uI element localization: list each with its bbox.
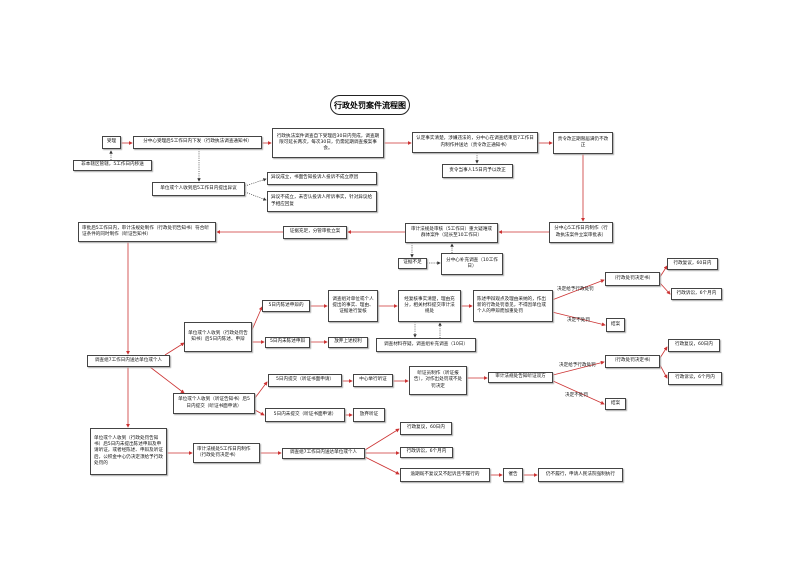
node-review: 调查组对单位或个人提出的事实、理由、证据进行复核 — [328, 290, 378, 322]
node-deliver-decision: 调查组7工作日内送达单位或个人 — [282, 448, 365, 459]
node-investigate: 行政执法案件调查自下受理后30日内完成，调查期限可延长两次，每次30日，仍需延期… — [272, 128, 384, 158]
node-objection: 单位或个人收到后5工作日内提出异议 — [152, 182, 245, 196]
edge-label-punish-2: 决定给予行政处罚 — [559, 363, 596, 368]
node-order-correct: 责令当事人15日内予以改正 — [442, 164, 513, 178]
node-doubtful-material: 调查材料存疑，调查组补充调查（10日） — [376, 338, 476, 352]
node-adopt-defense: 陈述申辩观点及理由采纳的，作出新的行政处罚意见，不得因单位或个人的申辩而加重处罚 — [473, 290, 553, 322]
node-enforce: 仍不履行，申请人民法院强制执行 — [538, 468, 623, 482]
edge-label-no-punish-1: 决定不处罚 — [567, 318, 590, 323]
node-reconsider-2: 行政复议，60日内 — [668, 339, 720, 352]
node-make-decision: 审计法规处5工作日内制作（行政处罚决定书） — [193, 443, 260, 463]
node-issue-notice: 分中心受理后5工作日内下发（行政执法调查通知书） — [133, 136, 262, 149]
node-no-defend-5days: 5日内未陈述申辩 — [265, 337, 310, 348]
node-litigation-1: 行政诉讼，6个月内 — [671, 288, 722, 300]
node-evidence-sufficient: 证据充足，分管审批立案 — [283, 226, 347, 239]
node-accept: 受理 — [102, 136, 121, 149]
node-overdue: 逾期既不复议又不起诉且不履行的 — [400, 468, 490, 482]
node-inform-parties: 审计法规处告知听证双方 — [488, 372, 553, 383]
node-receive-hearing: 单位或个人收到（听证告知书）后5日内提交（听证书面申请） — [173, 393, 255, 414]
node-urge: 催告 — [503, 468, 523, 482]
node-evidence-insufficient: 证据不足 — [398, 258, 427, 269]
node-decision-doc-2: （行政处罚决定书） — [605, 355, 660, 368]
node-litigation-3: 行政诉讼，6个月内 — [400, 447, 453, 458]
node-reconsider-1: 行政复议，60日内 — [667, 258, 718, 270]
node-objection-invalid: 异议不成立，未否认投诉人所诉事实，针对异议给予相应回复 — [267, 191, 377, 212]
node-waive-hearing: 放弃听证 — [353, 408, 385, 422]
node-close-2: 结案 — [605, 398, 626, 410]
node-submit-hearing: 5日内提交（听证书面申请） — [268, 374, 342, 387]
edge-label-no-punish-2: 决定不处罚 — [565, 393, 588, 398]
arrows — [120, 141, 671, 477]
node-objection-valid: 异议成立，书面告知投诉人投诉不成立原因 — [267, 172, 377, 185]
node-filing-form: 分中心5工作日内制作（行政执法案件立案审批表） — [549, 222, 613, 243]
node-decision-doc-1: （行政处罚决定书） — [605, 272, 660, 286]
node-reconsider-3: 行政复议，60日内 — [400, 422, 452, 435]
node-make-notice: 审批后5工作日内，审计法规处制作（行政处罚告知书）符合听证条件的同时制作（听证告… — [78, 222, 216, 242]
page-title: 行政处罚案件流程图 — [330, 95, 410, 115]
node-deliver-7days: 调查组7工作日内送达单位或个人 — [87, 355, 170, 367]
node-confirm-facts: 认定事实清楚，涉嫌违法的，分中心在调查结束后7工作日内制作并送达（责令改正通知书… — [412, 132, 538, 153]
node-legal-review: 审计法规处审核（5工作日）重大疑难或群体案件（延长至10工作日） — [405, 223, 498, 243]
node-defend-5days: 5日内陈述申辩的 — [262, 300, 310, 312]
node-not-corrected: 责令改正期限届满仍不改正 — [553, 132, 613, 154]
edge-label-punish-1: 决定给予行政处罚 — [557, 287, 594, 292]
node-transfer: 非本辖区管辖，5工作日内移送 — [73, 160, 152, 171]
node-review-ok: 经复核事实清楚，理由充分，相关材料提交审计法规处 — [398, 290, 461, 322]
dotted-arrows — [109, 149, 479, 338]
node-final-decide: 单位或个人收到（行政处罚告知书）后5日内未提出陈述申辩及申请听证，或者经陈述、申… — [90, 428, 167, 475]
node-no-submit-hearing: 5日内未提交（听证书面申请） — [265, 408, 345, 422]
node-hearing-report: 听证员制作（听证报告），对作出处罚或不处罚决定 — [409, 366, 467, 395]
node-receive-notice: 单位或个人收到（行政处罚告知书）后5日内陈述、申辩 — [184, 322, 252, 352]
node-litigation-2: 行政诉讼，6个月内 — [668, 372, 722, 385]
node-waive-rights: 放弃上述权利 — [328, 337, 368, 348]
node-close-1: 结案 — [606, 318, 625, 332]
node-hold-hearing: 中心举行听证 — [353, 374, 393, 387]
node-supplement-investigation: 分中心补充调查（10工作日） — [441, 253, 503, 275]
